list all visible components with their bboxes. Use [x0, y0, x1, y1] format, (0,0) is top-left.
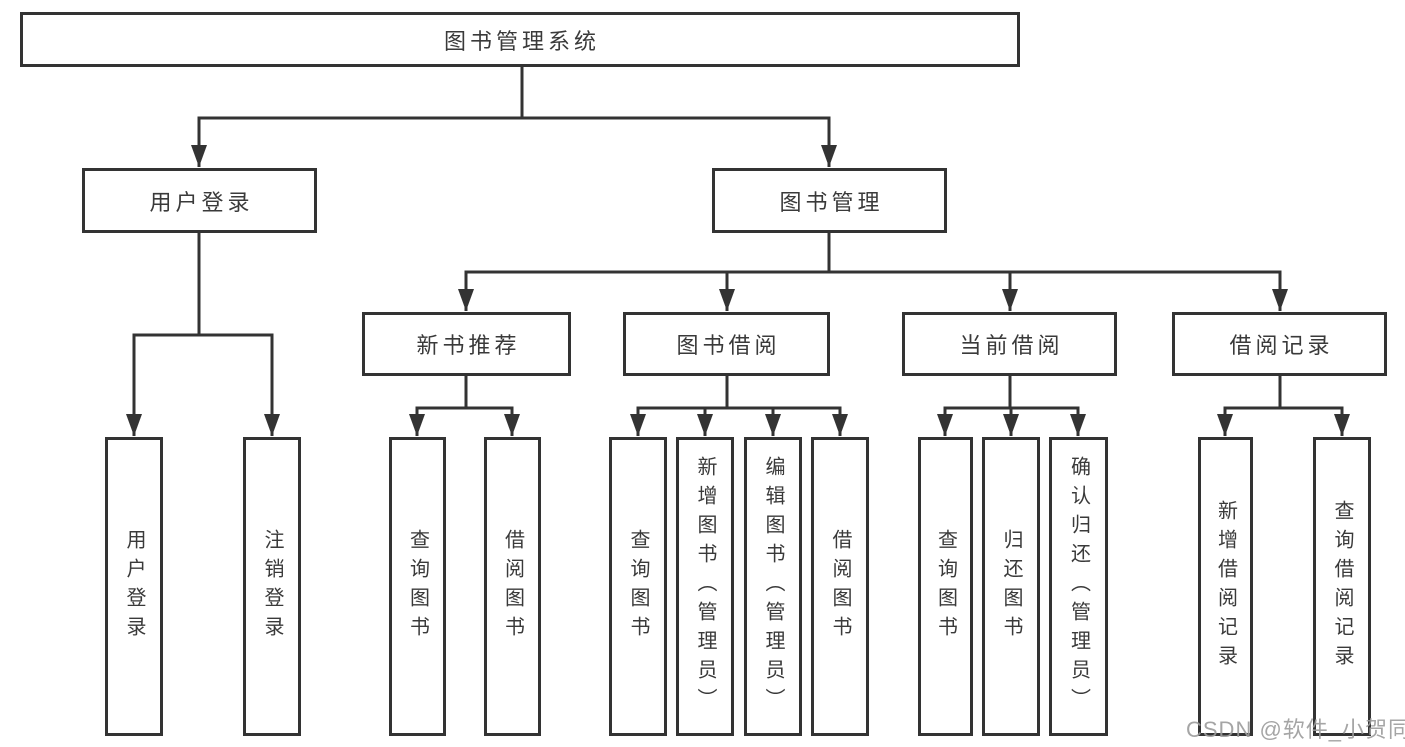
leaf-user-login: 用户登录	[105, 437, 163, 736]
node-user-login: 用户登录	[82, 168, 317, 233]
leaf-logout-login: 注销登录	[243, 437, 301, 736]
leaf-borrow-books-1-label: 借阅图书	[501, 528, 524, 645]
leaf-confirm-return-admin-label: 确认归还（管理员）	[1067, 456, 1090, 717]
leaf-query-borrow-record: 查询借阅记录	[1313, 437, 1371, 736]
node-book-borrowing: 图书借阅	[623, 312, 830, 376]
node-current-borrowing-label: 当前借阅	[959, 333, 1064, 358]
leaf-return-books-label: 归还图书	[1000, 528, 1022, 645]
leaf-add-borrow-record-label: 新增借阅记录	[1214, 499, 1237, 674]
node-library-system-label: 图书管理系统	[443, 28, 600, 54]
node-book-management-label: 图书管理	[779, 189, 884, 215]
leaf-query-books-3-label: 查询图书	[934, 528, 957, 645]
node-new-book-recommend: 新书推荐	[362, 312, 571, 376]
leaf-confirm-return-admin: 确认归还（管理员）	[1049, 437, 1108, 736]
leaf-query-books-2: 查询图书	[609, 437, 667, 736]
leaf-borrow-books-1: 借阅图书	[484, 437, 541, 736]
watermark: CSDN @软件_小贺同学	[1186, 717, 1405, 742]
node-new-book-recommend-label: 新书推荐	[416, 333, 521, 358]
leaf-borrow-books-2-label: 借阅图书	[829, 528, 851, 645]
node-borrowing-records-label: 借阅记录	[1229, 333, 1334, 358]
node-borrowing-records: 借阅记录	[1172, 312, 1387, 376]
connector-arrows	[126, 118, 1350, 436]
node-library-system: 图书管理系统	[20, 12, 1020, 67]
leaf-add-borrow-record: 新增借阅记录	[1198, 437, 1253, 736]
leaf-logout-login-label: 注销登录	[261, 528, 283, 645]
leaf-add-book-admin: 新增图书（管理员）	[676, 437, 734, 736]
leaf-edit-book-admin-label: 编辑图书（管理员）	[762, 456, 784, 717]
leaf-query-books-2-label: 查询图书	[627, 528, 649, 645]
connector-segments	[132, 65, 1344, 410]
leaf-query-borrow-record-label: 查询借阅记录	[1331, 499, 1353, 674]
leaf-query-books-3: 查询图书	[918, 437, 973, 736]
node-user-login-label: 用户登录	[149, 189, 254, 215]
leaf-edit-book-admin: 编辑图书（管理员）	[744, 437, 802, 736]
leaf-return-books: 归还图书	[982, 437, 1040, 736]
leaf-query-books-1: 查询图书	[389, 437, 446, 736]
leaf-query-books-1-label: 查询图书	[406, 528, 429, 645]
leaf-add-book-admin-label: 新增图书（管理员）	[694, 456, 716, 717]
node-book-borrowing-label: 图书借阅	[676, 333, 781, 358]
leaf-borrow-books-2: 借阅图书	[811, 437, 869, 736]
node-book-management: 图书管理	[712, 168, 947, 233]
leaf-user-login-label: 用户登录	[123, 528, 145, 645]
node-current-borrowing: 当前借阅	[902, 312, 1117, 376]
